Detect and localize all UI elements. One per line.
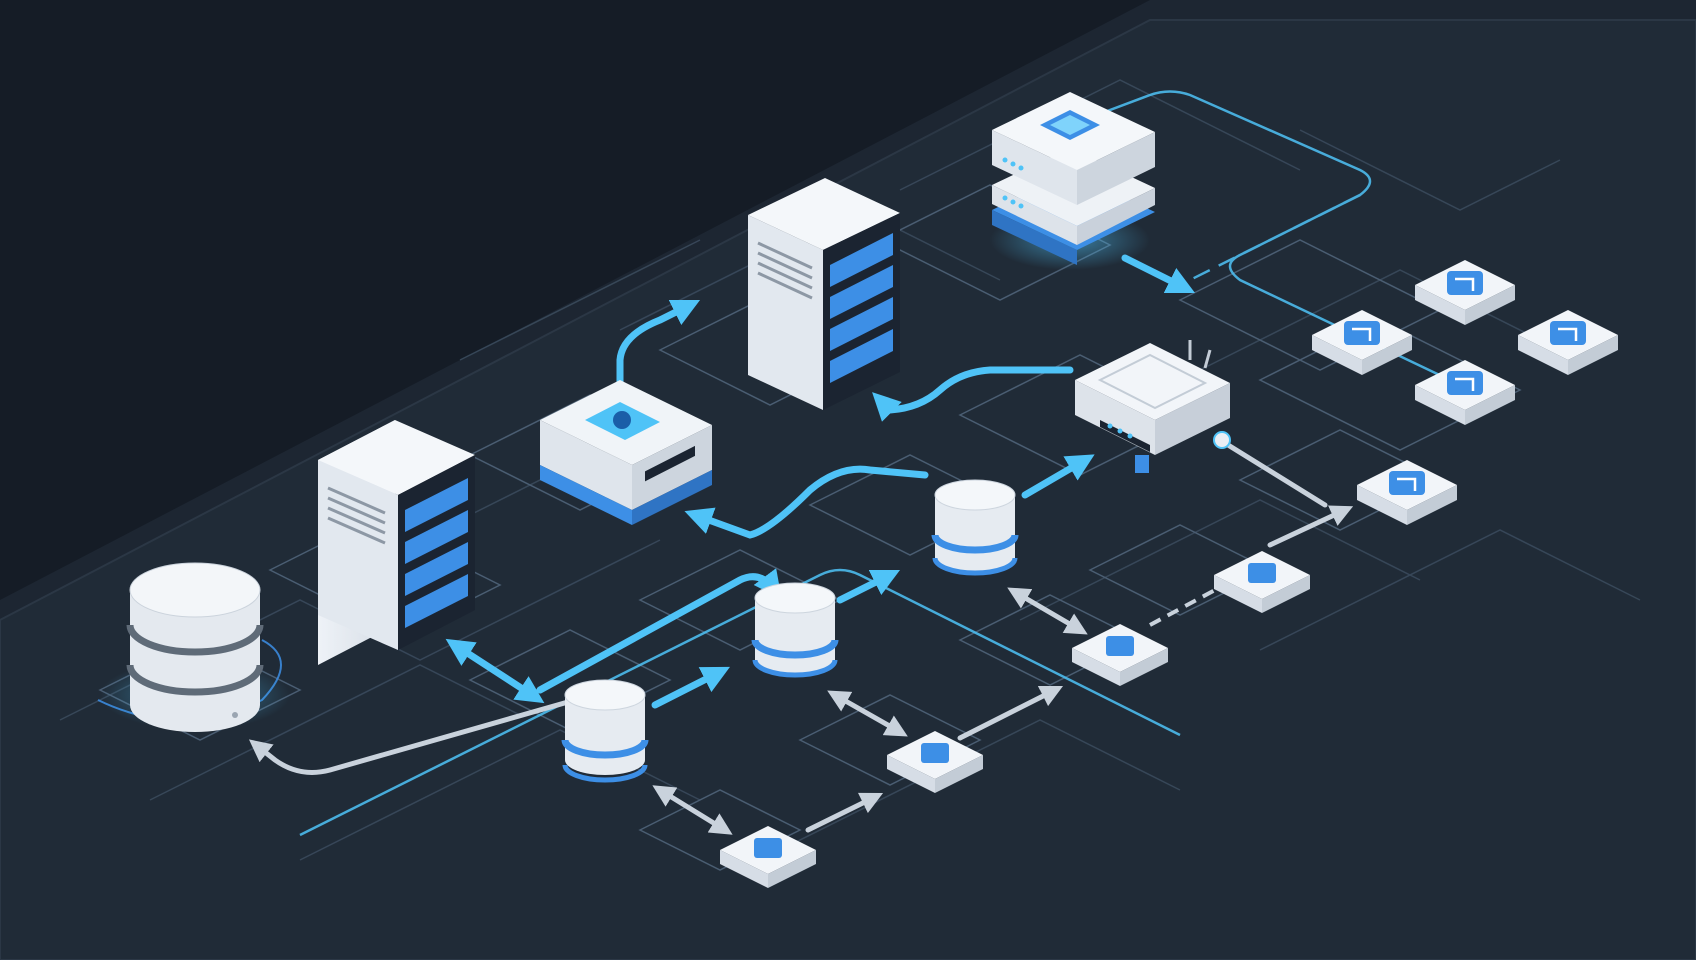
server-tower-center-node[interactable]	[748, 178, 900, 410]
line-router-to-ep5	[1217, 437, 1328, 508]
arrow-db-to-router	[1021, 454, 1095, 499]
circuit-traces	[59, 79, 1641, 861]
arrow-db-to-storage	[684, 465, 929, 539]
storage-unit-node[interactable]	[540, 380, 712, 525]
arrow-ep1-to-ep2	[805, 792, 884, 833]
client-device-5[interactable]	[1357, 460, 1457, 525]
database-a-node[interactable]	[561, 679, 649, 783]
endpoint-2[interactable]	[887, 731, 983, 793]
arrow-ep2-to-ep3	[957, 685, 1064, 741]
arrow-router-to-tower	[872, 366, 1074, 422]
server-stack-node[interactable]	[990, 92, 1155, 270]
client-device-3[interactable]	[1518, 310, 1618, 375]
endpoint-1[interactable]	[720, 826, 816, 888]
router-node[interactable]	[1075, 340, 1231, 473]
arrow-tower-dba-bidirectional	[445, 638, 545, 704]
endpoint-3[interactable]	[1072, 624, 1168, 686]
gray-connections	[248, 437, 1354, 835]
primary-database-node[interactable]	[100, 562, 290, 732]
arrow-dbb-to-primary	[248, 687, 613, 775]
database-c-node[interactable]	[931, 479, 1019, 576]
arrow-dbb-endpoint2	[827, 690, 908, 737]
client-device-4[interactable]	[1415, 360, 1515, 425]
endpoint-4[interactable]	[1214, 551, 1310, 613]
client-device-2[interactable]	[1312, 310, 1412, 375]
cyan-traces	[97, 90, 1451, 837]
arrow-dba-to-dbb	[651, 666, 730, 709]
dashed-link-ep3-ep4	[1149, 588, 1216, 627]
server-tower-left-node[interactable]	[318, 420, 475, 665]
database-b-node[interactable]	[751, 582, 839, 678]
arrow-dba-endpoint1	[652, 785, 733, 835]
arrow-ep4-to-ep5	[1267, 505, 1354, 548]
arrow-stack-to-router	[1121, 254, 1196, 294]
client-device-1[interactable]	[1415, 260, 1515, 325]
arrow-storage-to-tower	[616, 299, 701, 404]
arrow-dbc-endpoint3	[1007, 587, 1088, 635]
arrow-dbb-to-dbc	[836, 569, 901, 604]
